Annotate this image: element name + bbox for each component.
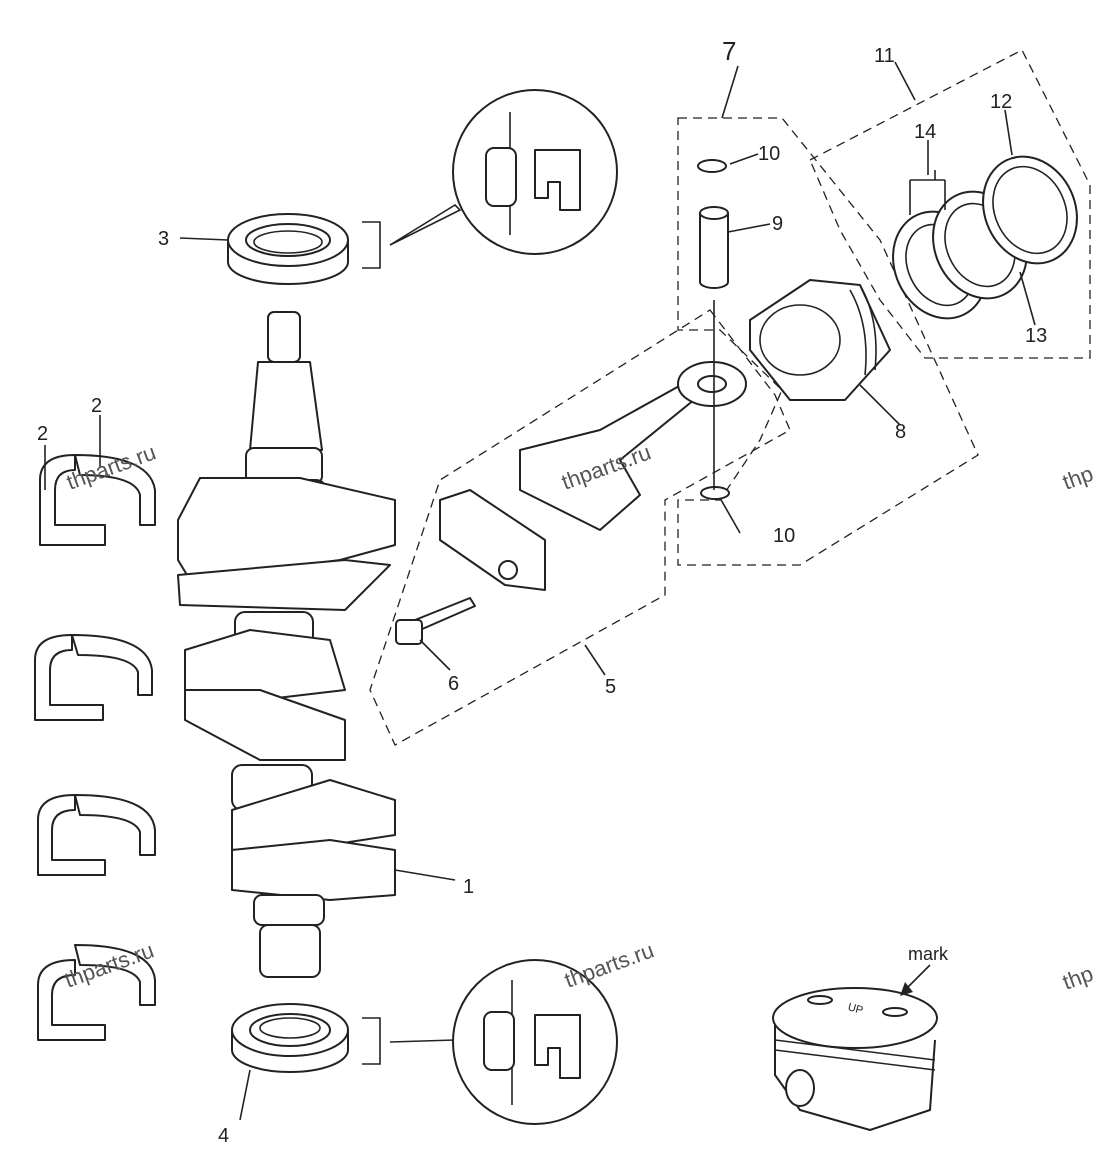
seal-top-leader xyxy=(389,203,462,246)
rod-bolt xyxy=(395,597,476,645)
clip-bottom xyxy=(700,486,730,500)
group-5-outline xyxy=(369,309,791,746)
oil-seal-top xyxy=(227,213,349,285)
seal-bottom-detail-callout xyxy=(452,959,618,1125)
bearing-shell-3 xyxy=(37,794,156,876)
label-8: 8 xyxy=(895,421,906,443)
seal-bottom-bracket xyxy=(362,1017,381,1065)
seal-top-bracket xyxy=(362,221,381,269)
piston-pin xyxy=(699,206,729,289)
piston xyxy=(749,279,891,401)
label-12: 12 xyxy=(990,91,1012,113)
clip-top xyxy=(697,159,727,173)
seal-top-detail-callout xyxy=(452,89,618,255)
bearing-shell-1 xyxy=(39,454,156,546)
label-2-b: 2 xyxy=(91,395,102,417)
label-2-a: 2 xyxy=(37,423,48,445)
label-13: 13 xyxy=(1025,325,1047,347)
label-5: 5 xyxy=(605,676,616,698)
leader-lines xyxy=(44,61,1036,1121)
group-11-outline xyxy=(809,49,1091,359)
seal-bottom-leader xyxy=(389,1039,456,1043)
watermark-4: thparts.ru xyxy=(561,937,657,992)
label-mark: mark xyxy=(908,944,949,964)
label-6: 6 xyxy=(448,673,459,695)
label-7: 7 xyxy=(722,36,736,66)
label-1: 1 xyxy=(463,876,474,898)
label-4: 4 xyxy=(218,1125,229,1147)
bearing-shell-4 xyxy=(37,944,156,1041)
crankshaft xyxy=(177,311,396,978)
label-9: 9 xyxy=(772,213,783,235)
piston-with-up-mark xyxy=(772,987,938,1131)
up-mark-text: UP xyxy=(846,1001,864,1017)
label-10-top: 10 xyxy=(758,143,780,165)
mark-arrowhead xyxy=(900,982,913,996)
connecting-rod xyxy=(439,361,747,591)
piston-rings xyxy=(892,155,1078,320)
label-3: 3 xyxy=(158,228,169,250)
label-10-bottom: 10 xyxy=(773,525,795,547)
group-7-outline xyxy=(677,117,979,566)
bearing-shell-2 xyxy=(34,634,153,721)
oil-seal-bottom xyxy=(231,1003,349,1073)
watermark-5: thp xyxy=(1059,461,1094,495)
watermark-6: thp xyxy=(1059,961,1094,995)
label-14: 14 xyxy=(914,121,936,143)
mark-arrow xyxy=(904,964,931,991)
label-11: 11 xyxy=(874,45,895,67)
